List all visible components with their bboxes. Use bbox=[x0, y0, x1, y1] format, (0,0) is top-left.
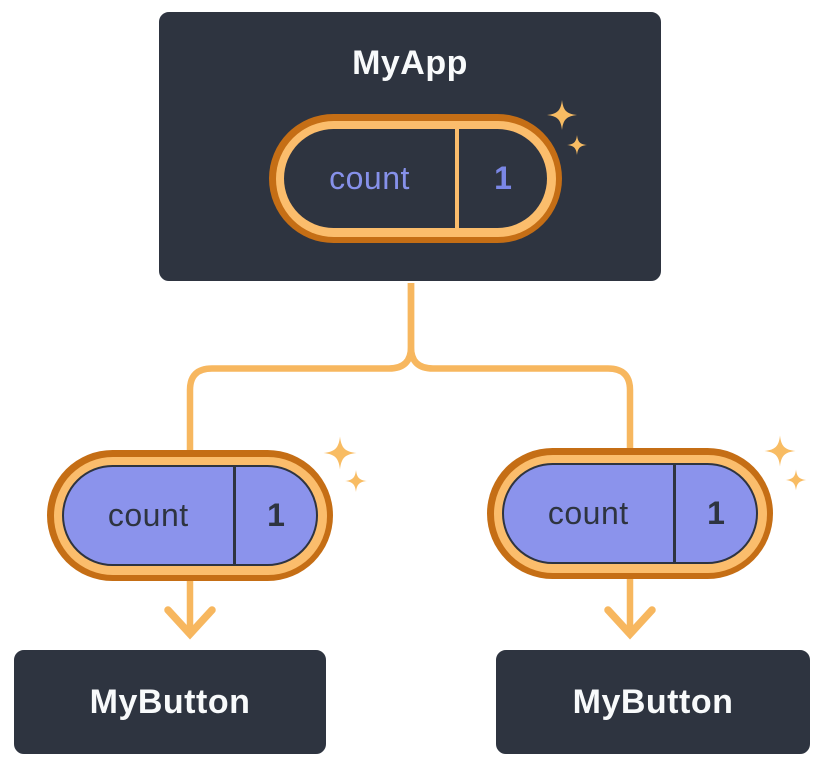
state-value: 1 bbox=[494, 160, 512, 196]
sparkle-icon bbox=[323, 436, 367, 492]
state-value: 1 bbox=[707, 495, 725, 531]
arrow-down-icon bbox=[604, 606, 656, 640]
state-pill-body: count 1 bbox=[62, 465, 318, 566]
state-pill-ring: count 1 bbox=[493, 454, 767, 573]
state-pill-body: count 1 bbox=[284, 129, 547, 228]
component-title: MyButton bbox=[572, 682, 734, 721]
component-title: MyButton bbox=[89, 682, 251, 721]
state-pill-myapp: count 1 bbox=[269, 114, 562, 243]
state-value: 1 bbox=[267, 497, 285, 533]
state-name: count bbox=[547, 495, 629, 531]
prop-pill-left: count 1 bbox=[47, 450, 333, 581]
state-name: count bbox=[329, 160, 410, 196]
arrow-down-icon bbox=[164, 606, 216, 640]
sparkle-icon bbox=[764, 435, 807, 491]
component-title: MyApp bbox=[352, 44, 468, 82]
component-card-mybutton-left: MyButton bbox=[12, 648, 328, 756]
state-name: count bbox=[107, 497, 189, 533]
state-pill-ring: count 1 bbox=[275, 120, 556, 237]
component-card-mybutton-right: MyButton bbox=[494, 648, 812, 756]
component-card-myapp: MyApp count 1 bbox=[157, 10, 663, 283]
state-pill-ring: count 1 bbox=[53, 456, 327, 575]
prop-pill-right: count 1 bbox=[487, 448, 773, 579]
state-pill-divider bbox=[455, 129, 459, 228]
state-pill-body: count 1 bbox=[502, 463, 758, 564]
state-pill-divider bbox=[672, 465, 676, 562]
